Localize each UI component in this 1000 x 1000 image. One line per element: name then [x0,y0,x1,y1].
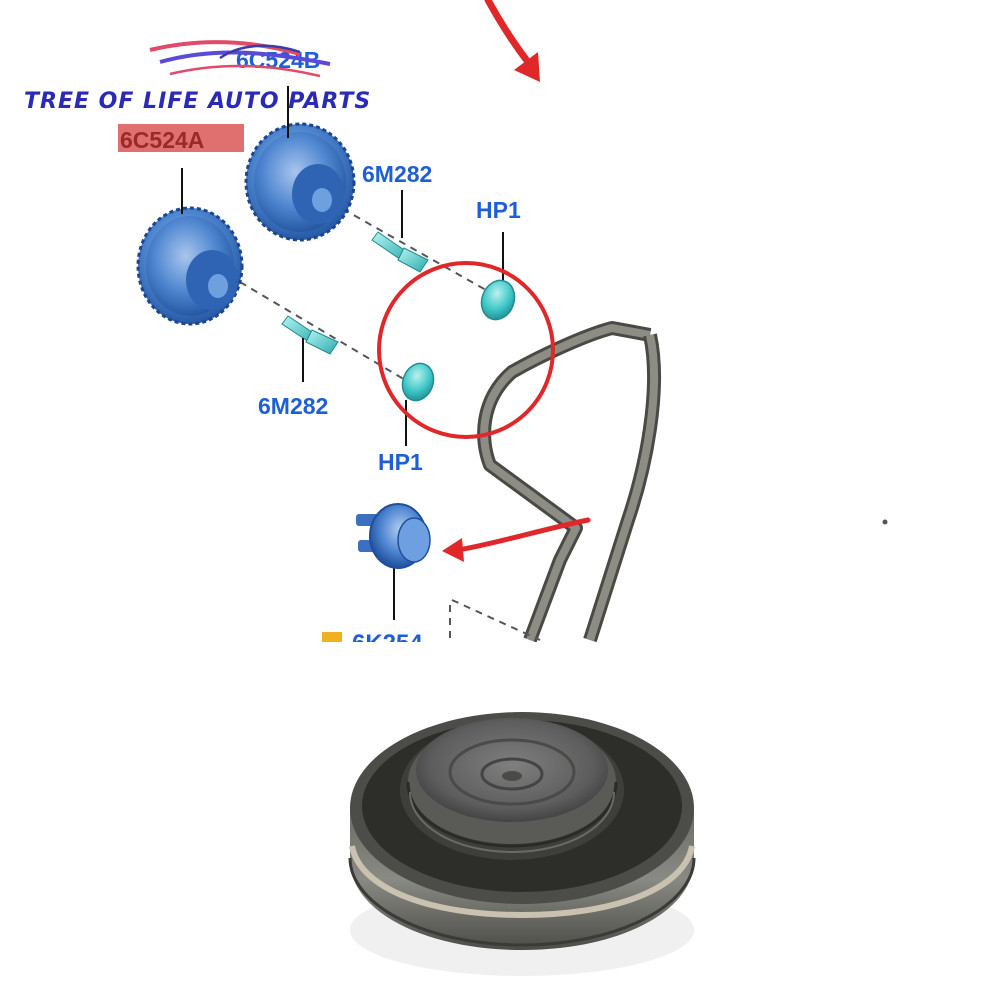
cam-sprocket-icon [244,122,356,242]
cam-sprocket-icon [136,206,244,326]
label-plug-lower: HP1 [378,449,423,475]
serpentine-belt [477,321,662,643]
brand-name: TREE OF LIFE AUTO PARTS [24,89,371,114]
decor-dot [882,519,888,525]
red-arrow-icon [442,517,591,562]
label-marker [322,632,342,642]
plug-icon [401,362,435,402]
bolt-icon [281,315,339,355]
bolt-icon [371,231,429,273]
brand-logo: TREE OF LIFE AUTO PARTS [24,40,371,114]
divider [0,642,1000,672]
plug-icon [480,279,516,321]
label-bolt-lower: 6M282 [258,393,328,419]
red-arrow-icon [484,0,540,82]
label-bolt-upper: 6M282 [362,161,432,187]
part-badge [118,124,244,152]
red-circle-highlight [377,261,555,439]
label-plug-upper: HP1 [476,197,521,223]
label-sprocket-a: 6C524A [120,127,204,153]
tensioner-pulley-icon [356,503,431,569]
swoosh-car-logo-icon [149,40,331,78]
leader-lines [181,86,504,620]
crankshaft-pulley-plug-photo [348,712,696,976]
parts-diagram: 6C524B 6C524A 6M282 HP1 6M282 HP1 6K254 [118,0,888,657]
axis-lines [239,195,541,641]
